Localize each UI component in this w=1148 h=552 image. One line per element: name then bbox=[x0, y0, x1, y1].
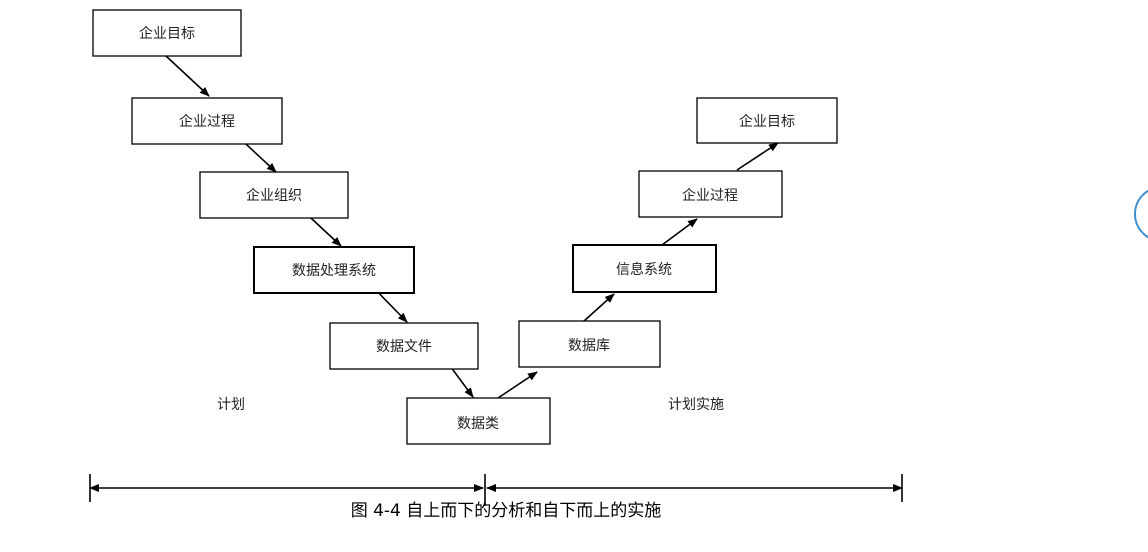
svg-text:企业组织: 企业组织 bbox=[246, 187, 302, 204]
arrow-l1-l2 bbox=[165, 55, 210, 97]
arrow-b-r1 bbox=[494, 371, 538, 401]
svg-text:企业过程: 企业过程 bbox=[179, 113, 235, 130]
svg-text:数据文件: 数据文件 bbox=[376, 339, 432, 355]
svg-text:企业过程: 企业过程 bbox=[682, 187, 738, 204]
node-data-processing-system: 数据处理系统 bbox=[253, 246, 415, 294]
svg-text:企业目标: 企业目标 bbox=[139, 25, 195, 42]
node-database: 数据库 bbox=[518, 320, 661, 368]
node-data-class: 数据类 bbox=[406, 397, 551, 445]
node-enterprise-process-right: 企业过程 bbox=[638, 170, 783, 218]
svg-text:企业目标: 企业目标 bbox=[739, 113, 795, 130]
timeline-axis bbox=[89, 474, 903, 506]
svg-text:数据库: 数据库 bbox=[568, 338, 610, 354]
node-enterprise-goal-left: 企业目标 bbox=[92, 9, 242, 57]
arrow-r1-r2 bbox=[583, 293, 615, 322]
arrow-r3-r4 bbox=[736, 142, 779, 171]
node-data-file: 数据文件 bbox=[329, 322, 479, 370]
node-enterprise-organization: 企业组织 bbox=[199, 171, 349, 219]
svg-text:信息系统: 信息系统 bbox=[616, 261, 672, 278]
node-enterprise-goal-right: 企业目标 bbox=[696, 97, 838, 144]
node-information-system: 信息系统 bbox=[572, 244, 717, 293]
phase-label-plan: 计划 bbox=[217, 397, 245, 413]
arrow-r2-r3 bbox=[661, 218, 698, 246]
figure-caption: 图 4-4 自上而下的分析和自下而上的实施 bbox=[351, 501, 662, 521]
phase-label-implementation: 计划实施 bbox=[668, 397, 724, 413]
svg-text:数据处理系统: 数据处理系统 bbox=[292, 263, 376, 279]
node-enterprise-process-left: 企业过程 bbox=[131, 97, 283, 145]
svg-text:数据类: 数据类 bbox=[457, 416, 499, 432]
